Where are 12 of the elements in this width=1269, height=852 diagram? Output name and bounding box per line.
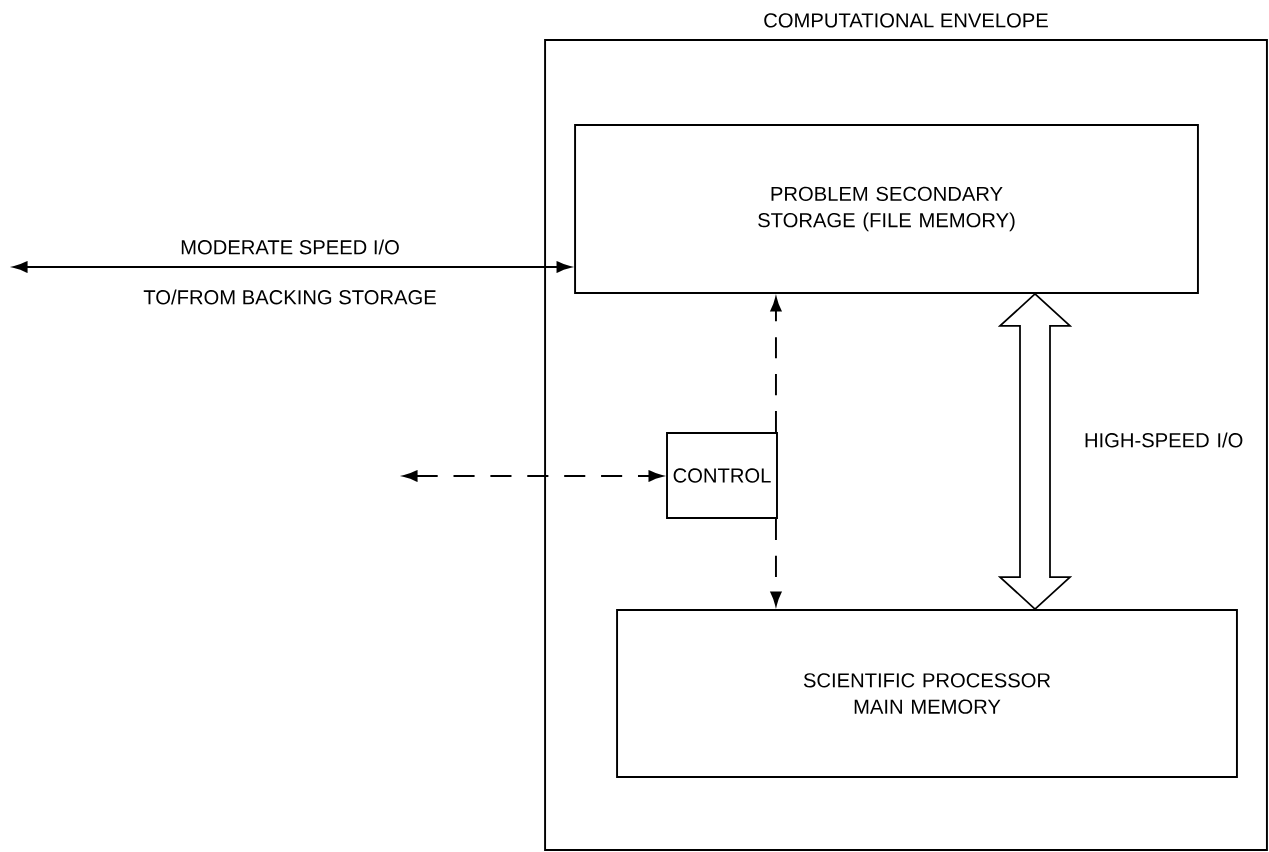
- edge-label: MODERATE SPEED I/O: [181, 239, 399, 255]
- block-box: SCIENTIFIC PROCESSOR MAIN MEMORY: [616, 609, 1238, 778]
- dashed-arrow: [770, 518, 782, 606]
- arrow: [13, 261, 571, 273]
- box-heading: COMPUTATIONAL ENVELOPE: [764, 13, 1048, 28]
- block-box: PROBLEM SECONDARY STORAGE (FILE MEMORY): [574, 124, 1199, 294]
- dashed-arrow: [403, 470, 663, 482]
- dashed-arrow: [770, 297, 782, 433]
- envelope-box: [544, 39, 1268, 851]
- block-box: CONTROL: [666, 432, 778, 519]
- line-label: TO/FROM BACKING STORAGE: [143, 289, 436, 305]
- edge-label: HIGH-SPEED I/O: [1085, 432, 1243, 448]
